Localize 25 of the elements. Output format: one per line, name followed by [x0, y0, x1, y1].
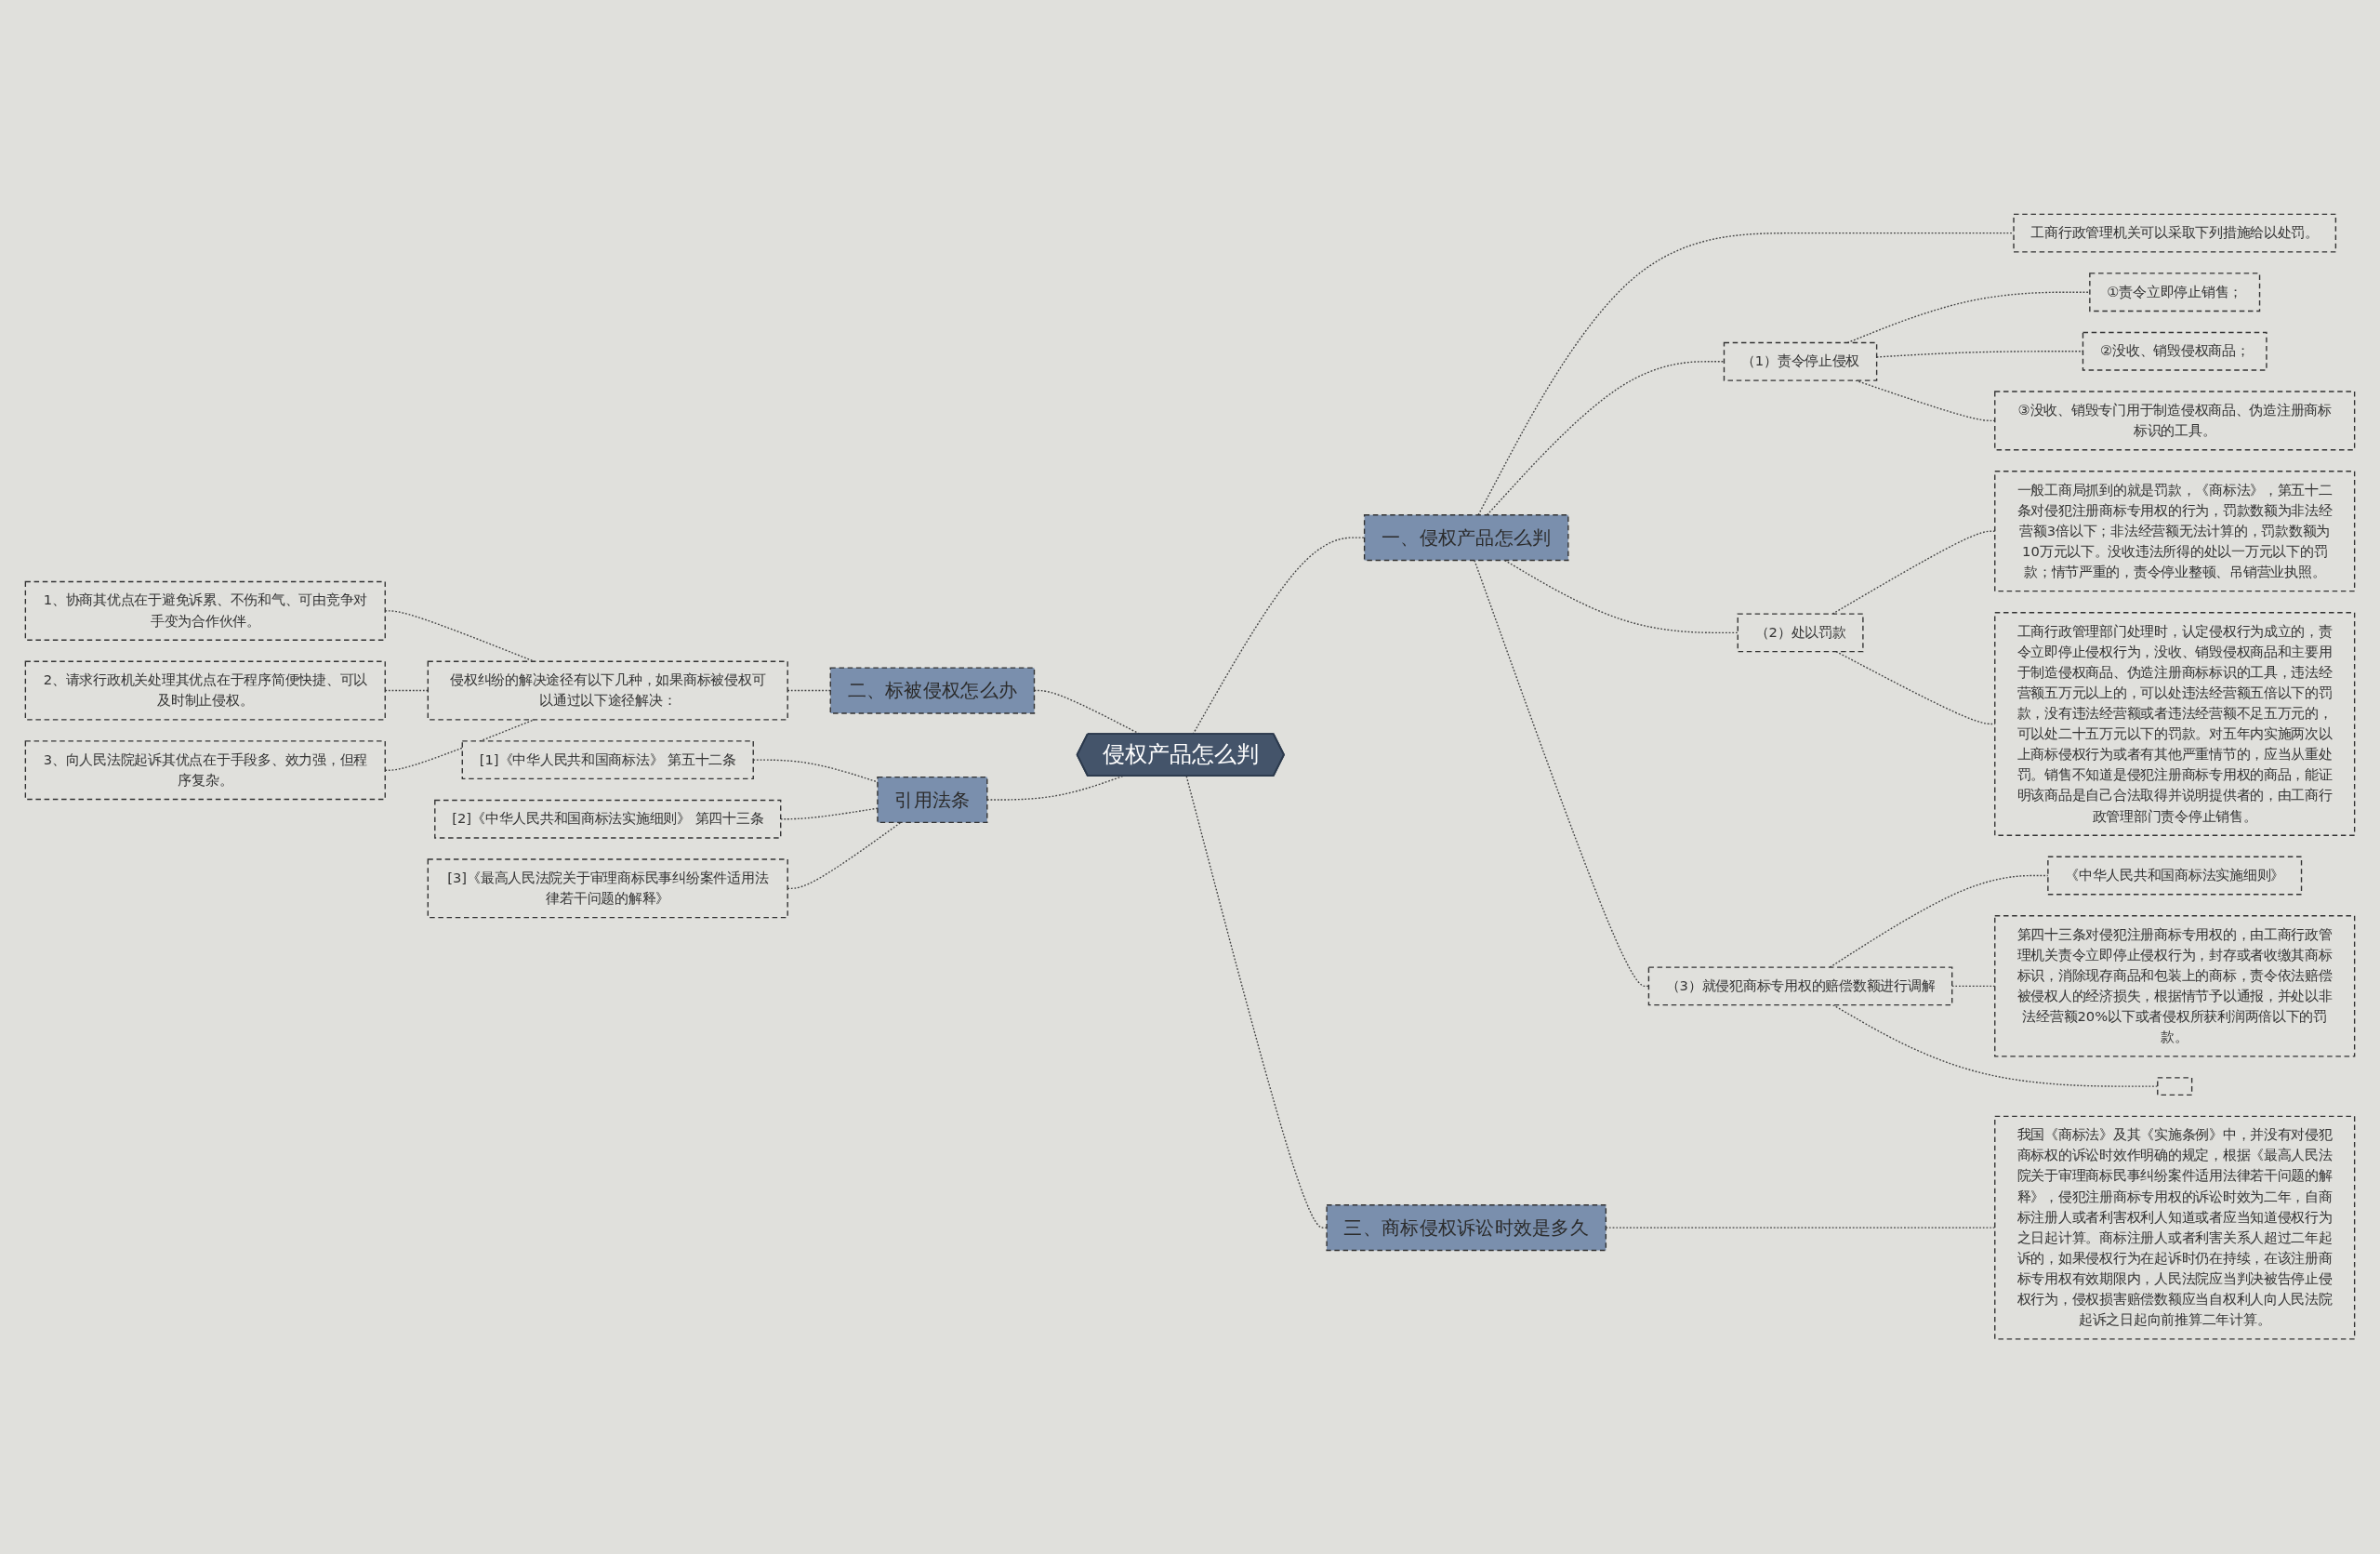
node-box: 侵权纠纷的解决途径有以下几种，如果商标被侵权可以通过以下途径解决：	[427, 660, 788, 721]
node-box: 《中华人民共和国商标法实施细则》	[2047, 856, 2303, 896]
node-box: 引用法条	[877, 777, 988, 824]
node-box: （3）就侵犯商标专用权的赔偿数额进行调解	[1647, 966, 1953, 1006]
node-box: ①责令立即停止销售；	[2089, 272, 2261, 312]
node-box: [3]《最高人民法院关于审理商标民事纠纷案件适用法律若干问题的解释》	[427, 858, 788, 919]
node-box: 3、向人民法院起诉其优点在于手段多、效力强，但程序复杂。	[24, 740, 386, 801]
node-box: 我国《商标法》及其《实施条例》中，并没有对侵犯商标权的诉讼时效作明确的规定，根据《最高人民法院关于审理商标民事纠纷案件适用法律若干问题的解释》，侵犯注册商标专用权的诉讼时效为二年，自商标注册人或者利害权利人知道或者应当知道侵权行为之日起计算。商标注册人或者利害关系人超过二年起诉的，如果侵权行为在起诉时仍在持续，在该注册商标专用权有效期限内，人民法院应当判决被告停止侵权行为，侵权损害赔偿数额应当自权利人向人民法院起诉之日起向前推算二年计算。	[1994, 1116, 2356, 1340]
connector	[1477, 232, 2015, 516]
node-box: ②没收、销毁侵权商品；	[2082, 332, 2268, 372]
node-box: （2）处以罚款	[1737, 613, 1864, 653]
node-box	[2157, 1077, 2193, 1096]
node-box: ③没收、销毁专门用于制造侵权商品、伪造注册商标标识的工具。	[1994, 391, 2356, 451]
node-box: 第四十三条对侵犯注册商标专用权的，由工商行政管理机关责令立即停止侵权行为，封存或者收缴其商标标识，消除现存商品和包装上的商标，责令依法赔偿被侵权人的经济损失，根据情节予以通报，并处以非法经营额20%以下或者侵权所获利润两倍以下的罚款。	[1994, 915, 2356, 1057]
node-box: 工商行政管理部门处理时，认定侵权行为成立的，责令立即停止侵权行为，没收、销毁侵权商品和主要用于制造侵权商品、伪造注册商标标识的工具，违法经营额五万元以上的，可以处违法经营额五倍以下的罚款，没有违法经营额或者违法经营额不足五万元的，可以处二十五万元以下的罚款。对五年内实施两次以上商标侵权行为或者有其他严重情节的，应当从重处罚。销售不知道是侵犯注册商标专用权的商品，能证明该商品是自己合法取得并说明提供者的，由工商行政管理部门责令停止销售。	[1994, 612, 2356, 837]
node-box: 1、协商其优点在于避免诉累、不伤和气、可由竞争对手变为合作伙伴。	[24, 581, 386, 642]
node-box: 三、商标侵权诉讼时效是多久	[1326, 1204, 1607, 1252]
node-box: [2]《中华人民共和国商标法实施细则》 第四十三条	[434, 800, 782, 840]
node-box: 工商行政管理机关可以采取下列措施给以处罚。	[2013, 214, 2337, 253]
node-box: [1]《中华人民共和国商标法》 第五十二条	[461, 740, 754, 780]
node-box: 2、请求行政机关处理其优点在于程序简便快捷、可以及时制止侵权。	[24, 660, 386, 721]
node-box: 一、侵权产品怎么判	[1363, 514, 1569, 562]
node-box: （1）责令停止侵权	[1723, 342, 1878, 382]
node-box: 一般工商局抓到的就是罚款，《商标法》，第五十二条对侵犯注册商标专用权的行为，罚款数额为非法经营额3倍以下；非法经营额无法计算的，罚款数额为10万元以下。没收违法所得的处以一万元以下的罚款；情节严重的，责令停业整顿、吊销营业执照。	[1994, 471, 2356, 592]
node-box: 二、标被侵权怎么办	[829, 667, 1036, 715]
